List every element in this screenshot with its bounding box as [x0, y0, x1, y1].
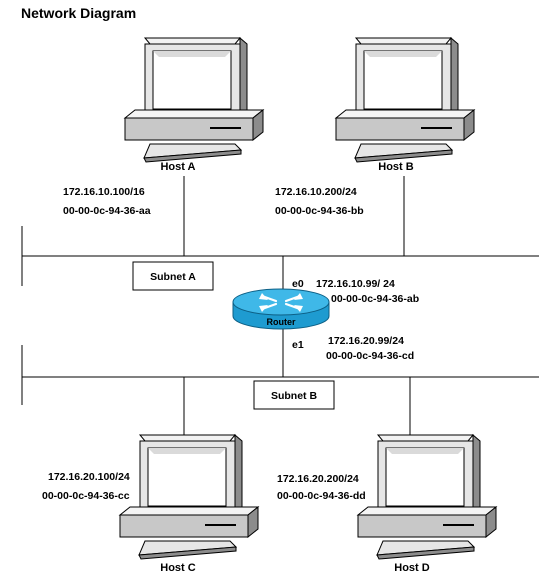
host-d-ip: 172.16.20.200/24	[277, 473, 359, 485]
subnet-a-box: Subnet A	[132, 261, 214, 291]
router-e0-mac: 00-00-0c-94-36-ab	[331, 293, 419, 305]
host-a-computer-icon	[124, 37, 264, 163]
subnet-b-bus	[21, 345, 539, 405]
host-b-ip: 172.16.10.200/24	[275, 186, 357, 198]
host-d-computer-icon	[357, 434, 497, 560]
host-c-computer-icon	[119, 434, 259, 560]
subnet-a-label: Subnet A	[150, 271, 196, 283]
host-d-name: Host D	[394, 562, 430, 574]
host-c-ip: 172.16.20.100/24	[48, 471, 130, 483]
page-title: Network Diagram	[21, 5, 136, 21]
host-a-ip: 172.16.10.100/16	[63, 186, 145, 198]
router-label: Router	[267, 317, 296, 327]
router-e0-name: e0	[292, 278, 304, 290]
router-e1-ip: 172.16.20.99/24	[328, 335, 404, 347]
host-a-mac: 00-00-0c-94-36-aa	[63, 205, 151, 217]
host-a-name: Host A	[160, 161, 195, 173]
router-e0-ip: 172.16.10.99/ 24	[316, 278, 395, 290]
subnet-b-box: Subnet B	[253, 380, 335, 410]
host-c-mac: 00-00-0c-94-36-cc	[42, 490, 130, 502]
host-b-mac: 00-00-0c-94-36-bb	[275, 205, 364, 217]
host-b-name: Host B	[378, 161, 414, 173]
subnet-a-bus	[21, 226, 539, 286]
host-c-name: Host C	[160, 562, 196, 574]
host-d-mac: 00-00-0c-94-36-dd	[277, 490, 366, 502]
host-b-computer-icon	[335, 37, 475, 163]
subnet-b-label: Subnet B	[271, 390, 317, 402]
router-e1-mac: 00-00-0c-94-36-cd	[326, 350, 414, 362]
router-e1-name: e1	[292, 339, 304, 351]
router-icon	[232, 288, 330, 330]
host-drop-lines	[183, 176, 411, 438]
